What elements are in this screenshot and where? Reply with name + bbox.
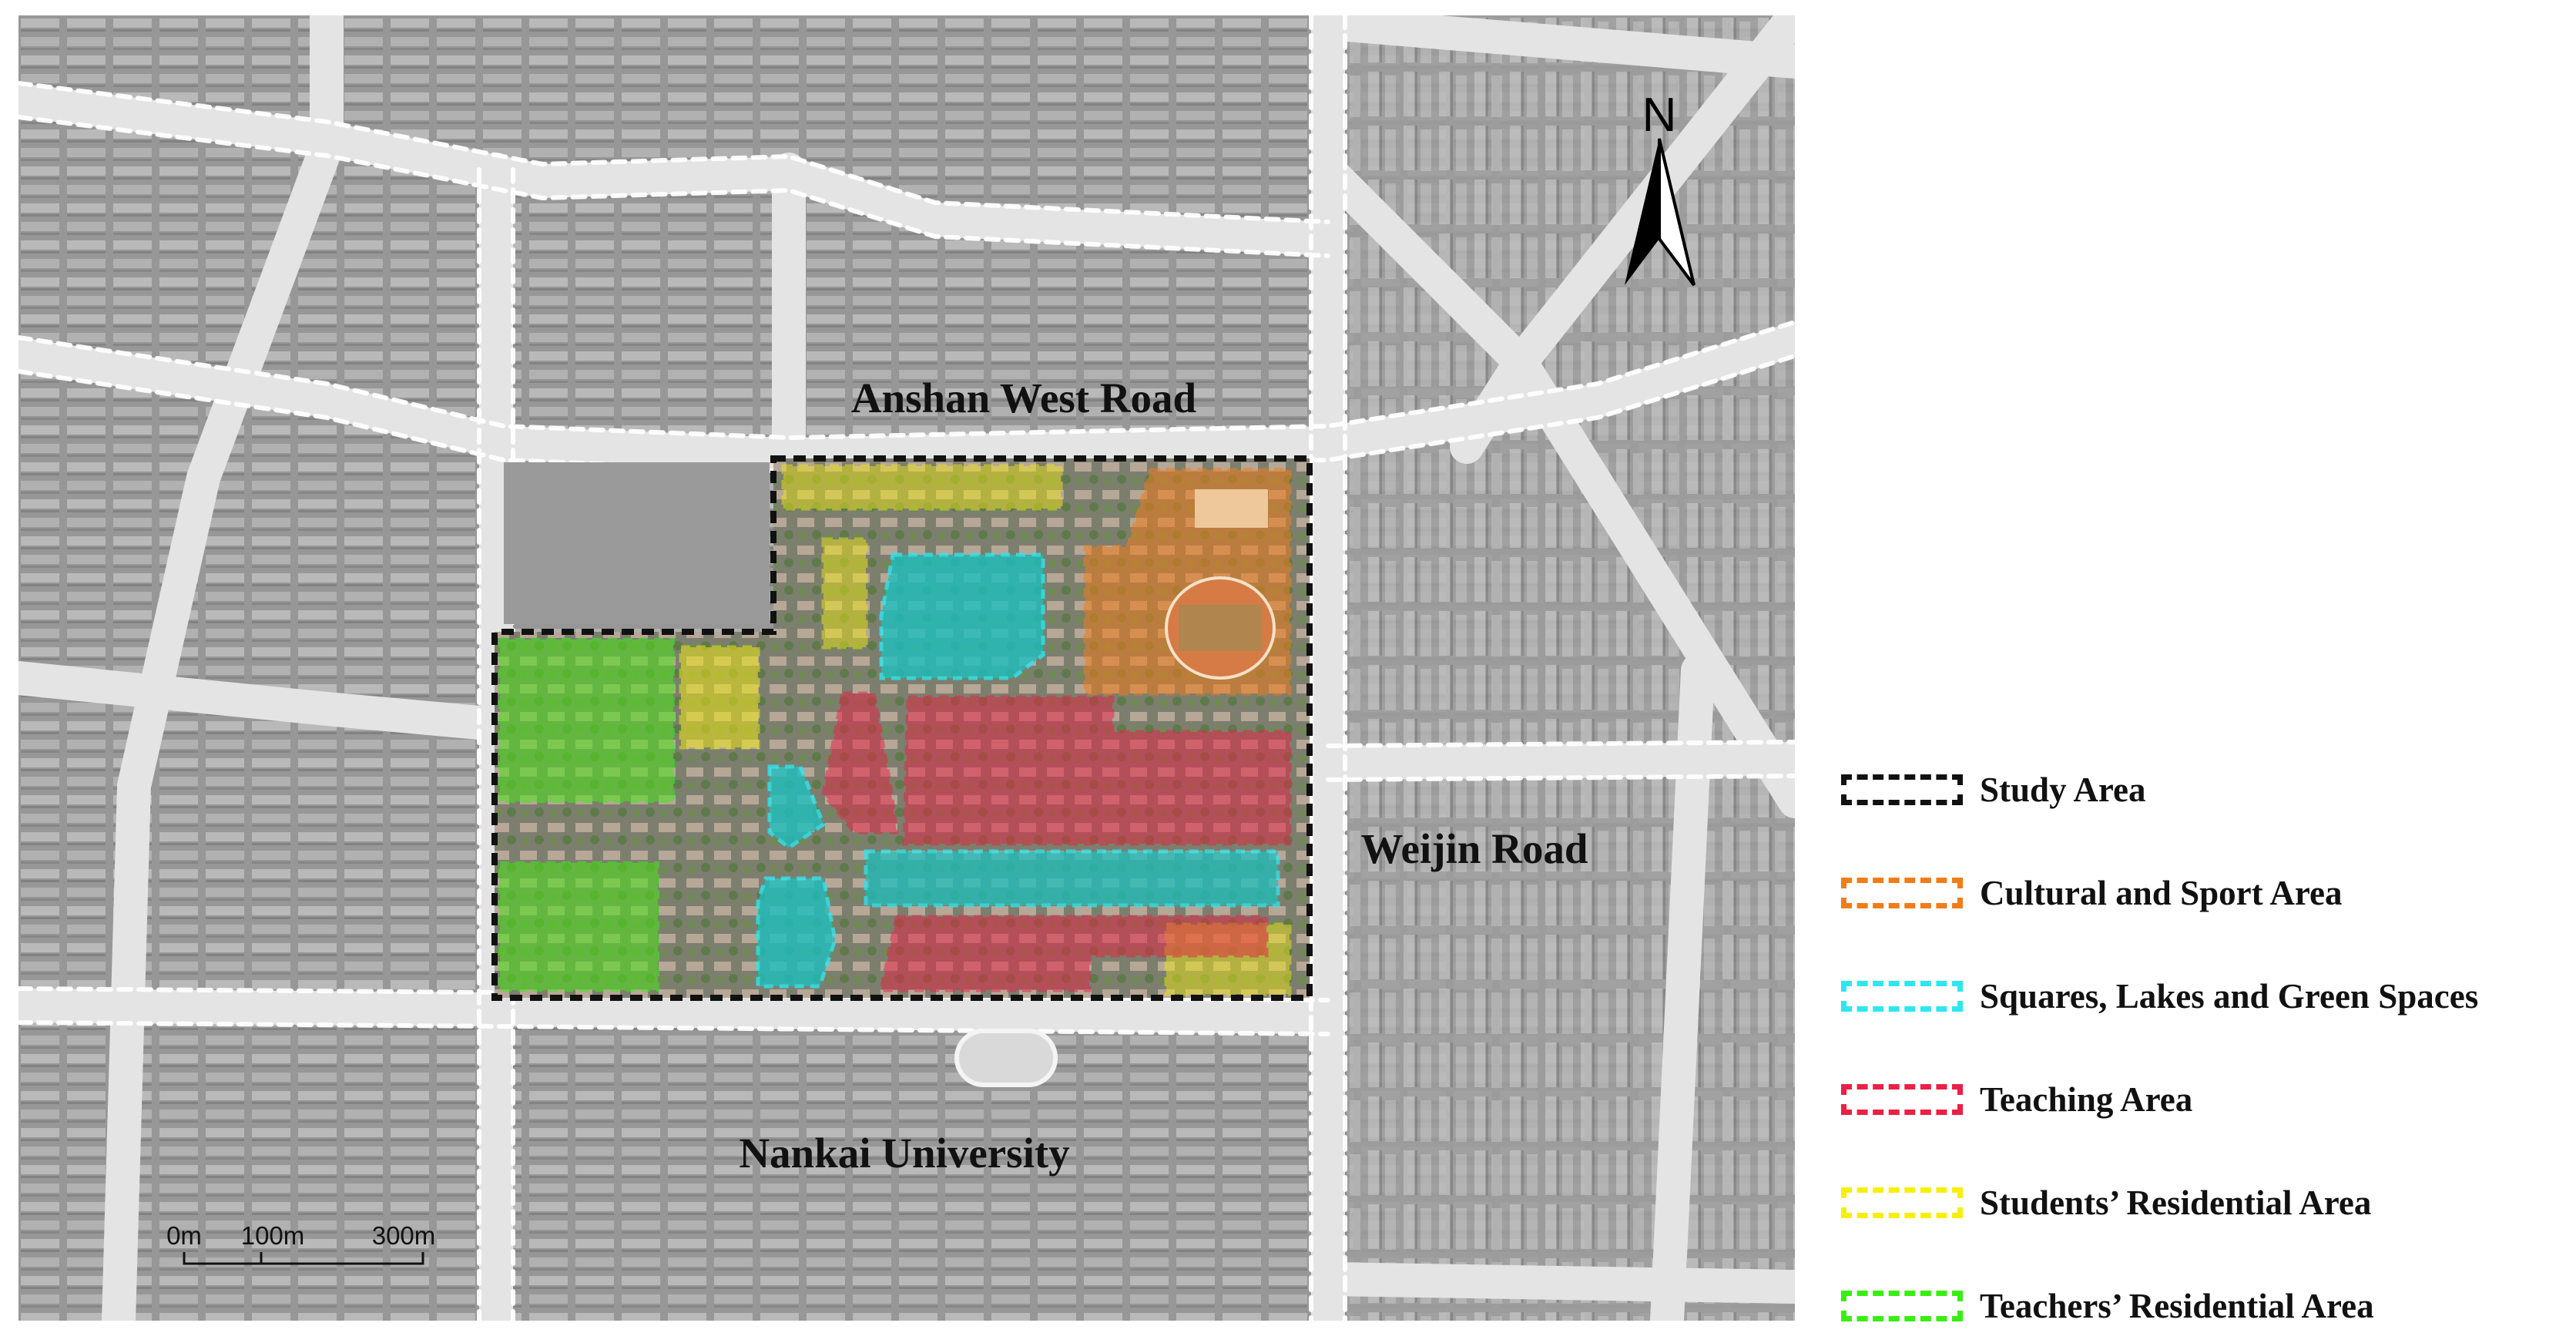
north-arrow-icon: N <box>1625 89 1696 287</box>
scale-tick-0: 0m <box>166 1221 202 1250</box>
satellite-map[interactable]: Anshan West Road Weijin Road Nankai Univ… <box>18 15 1795 1321</box>
scale-tick-300: 300m <box>372 1221 436 1250</box>
legend-swatch <box>1841 981 1963 1012</box>
road-label-weijin: Weijin Road <box>1361 825 1588 872</box>
legend-label: Students’ Residential Area <box>1980 1184 2372 1222</box>
legend-label: Teachers’ Residential Area <box>1980 1287 2374 1325</box>
legend-item-cultural-sport: Cultural and Sport Area <box>1841 862 2342 924</box>
legend-item-teaching: Teaching Area <box>1841 1069 2192 1130</box>
zone-overlays <box>498 464 1292 996</box>
scale-bar: 0m 100m 300m <box>166 1221 436 1265</box>
legend-swatch <box>1841 1291 1963 1321</box>
legend-label: Study Area <box>1980 771 2146 809</box>
legend-swatch <box>1841 1084 1963 1115</box>
place-label-nankai: Nankai University <box>739 1130 1069 1177</box>
legend-swatch <box>1841 878 1963 908</box>
compass-letter: N <box>1642 89 1677 142</box>
legend-item-study-area: Study Area <box>1841 759 2145 821</box>
legend-label: Cultural and Sport Area <box>1980 874 2343 912</box>
legend-label: Teaching Area <box>1980 1080 2193 1119</box>
legend-swatch <box>1841 1187 1963 1218</box>
legend-swatch <box>1841 774 1963 805</box>
legend-item-squares-lakes: Squares, Lakes and Green Spaces <box>1841 965 2478 1027</box>
scale-tick-100: 100m <box>241 1221 305 1250</box>
study-area-boundary <box>491 455 1313 1001</box>
legend-item-teachers-residential: Teachers’ Residential Area <box>1841 1275 2374 1337</box>
legend-item-students-residential: Students’ Residential Area <box>1841 1172 2371 1234</box>
legend-label: Squares, Lakes and Green Spaces <box>1980 977 2479 1016</box>
legend: Study Area Cultural and Sport Area Squar… <box>1841 759 2565 1329</box>
road-label-anshan: Anshan West Road <box>851 374 1196 421</box>
